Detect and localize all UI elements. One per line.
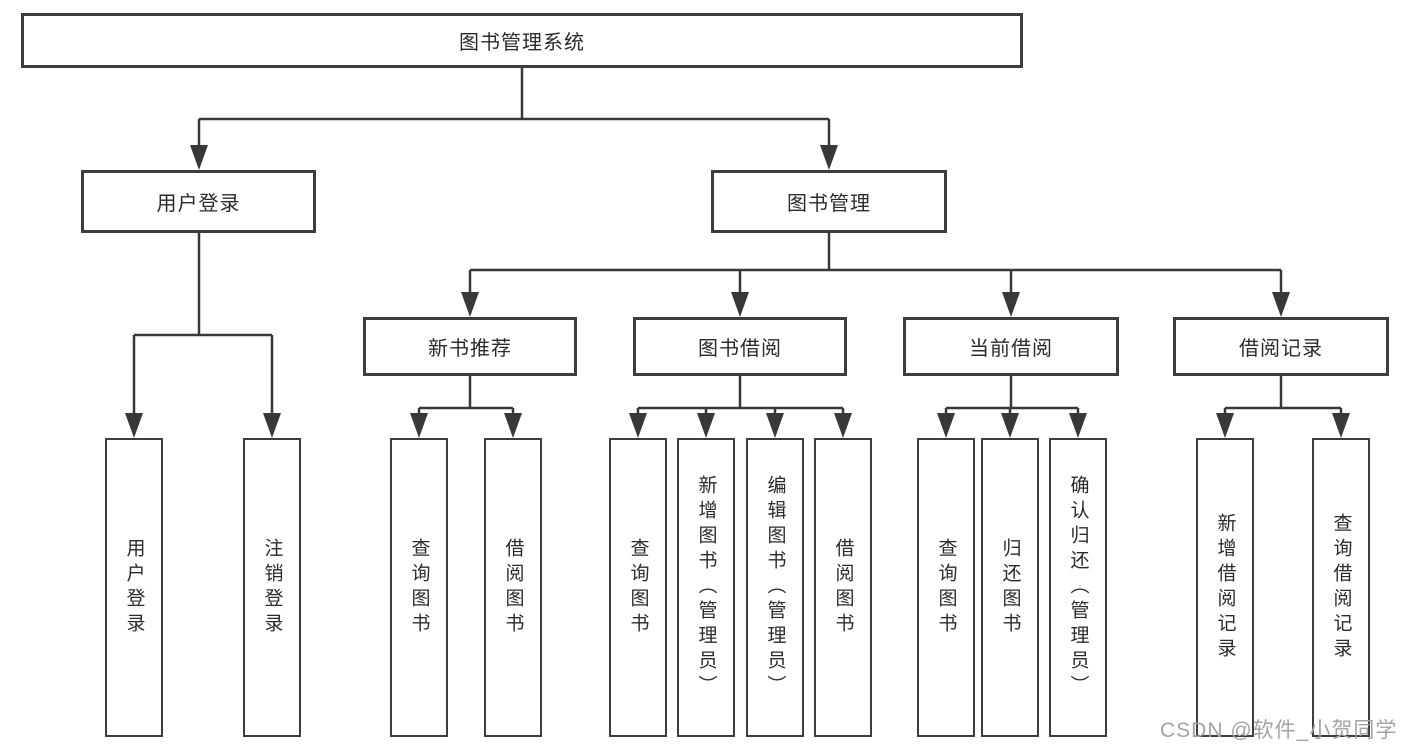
leaf-query-books-current: 查询图书 xyxy=(917,438,975,737)
leaf-borrow-books-recommend: 借阅图书 xyxy=(484,438,542,737)
arrowhead-icons xyxy=(125,145,1350,438)
leaf-query-books-recommend: 查询图书 xyxy=(390,438,448,737)
node-user-login: 用户登录 xyxy=(81,170,316,233)
node-book-borrow: 图书借阅 xyxy=(633,317,847,376)
csdn-watermark: CSDN @软件_小贺同学 xyxy=(1160,719,1398,742)
leaf-logout: 注销登录 xyxy=(243,438,301,737)
node-root-library-system: 图书管理系统 xyxy=(21,13,1023,68)
leaf-add-books-admin: 新增图书（管理员） xyxy=(677,438,735,737)
node-borrow-records: 借阅记录 xyxy=(1173,317,1389,376)
leaf-edit-books-admin: 编辑图书（管理员） xyxy=(746,438,804,737)
leaf-confirm-return-admin: 确认归还（管理员） xyxy=(1049,438,1107,737)
node-current-borrow: 当前借阅 xyxy=(903,317,1119,376)
node-new-book-recommend: 新书推荐 xyxy=(363,317,577,376)
leaf-borrow-books: 借阅图书 xyxy=(814,438,872,737)
leaf-return-books: 归还图书 xyxy=(981,438,1039,737)
node-book-management: 图书管理 xyxy=(711,170,947,233)
leaf-add-borrow-record: 新增借阅记录 xyxy=(1196,438,1254,737)
leaf-query-books-borrow: 查询图书 xyxy=(609,438,667,737)
leaf-user-login: 用户登录 xyxy=(105,438,163,737)
leaf-query-borrow-record: 查询借阅记录 xyxy=(1312,438,1370,737)
